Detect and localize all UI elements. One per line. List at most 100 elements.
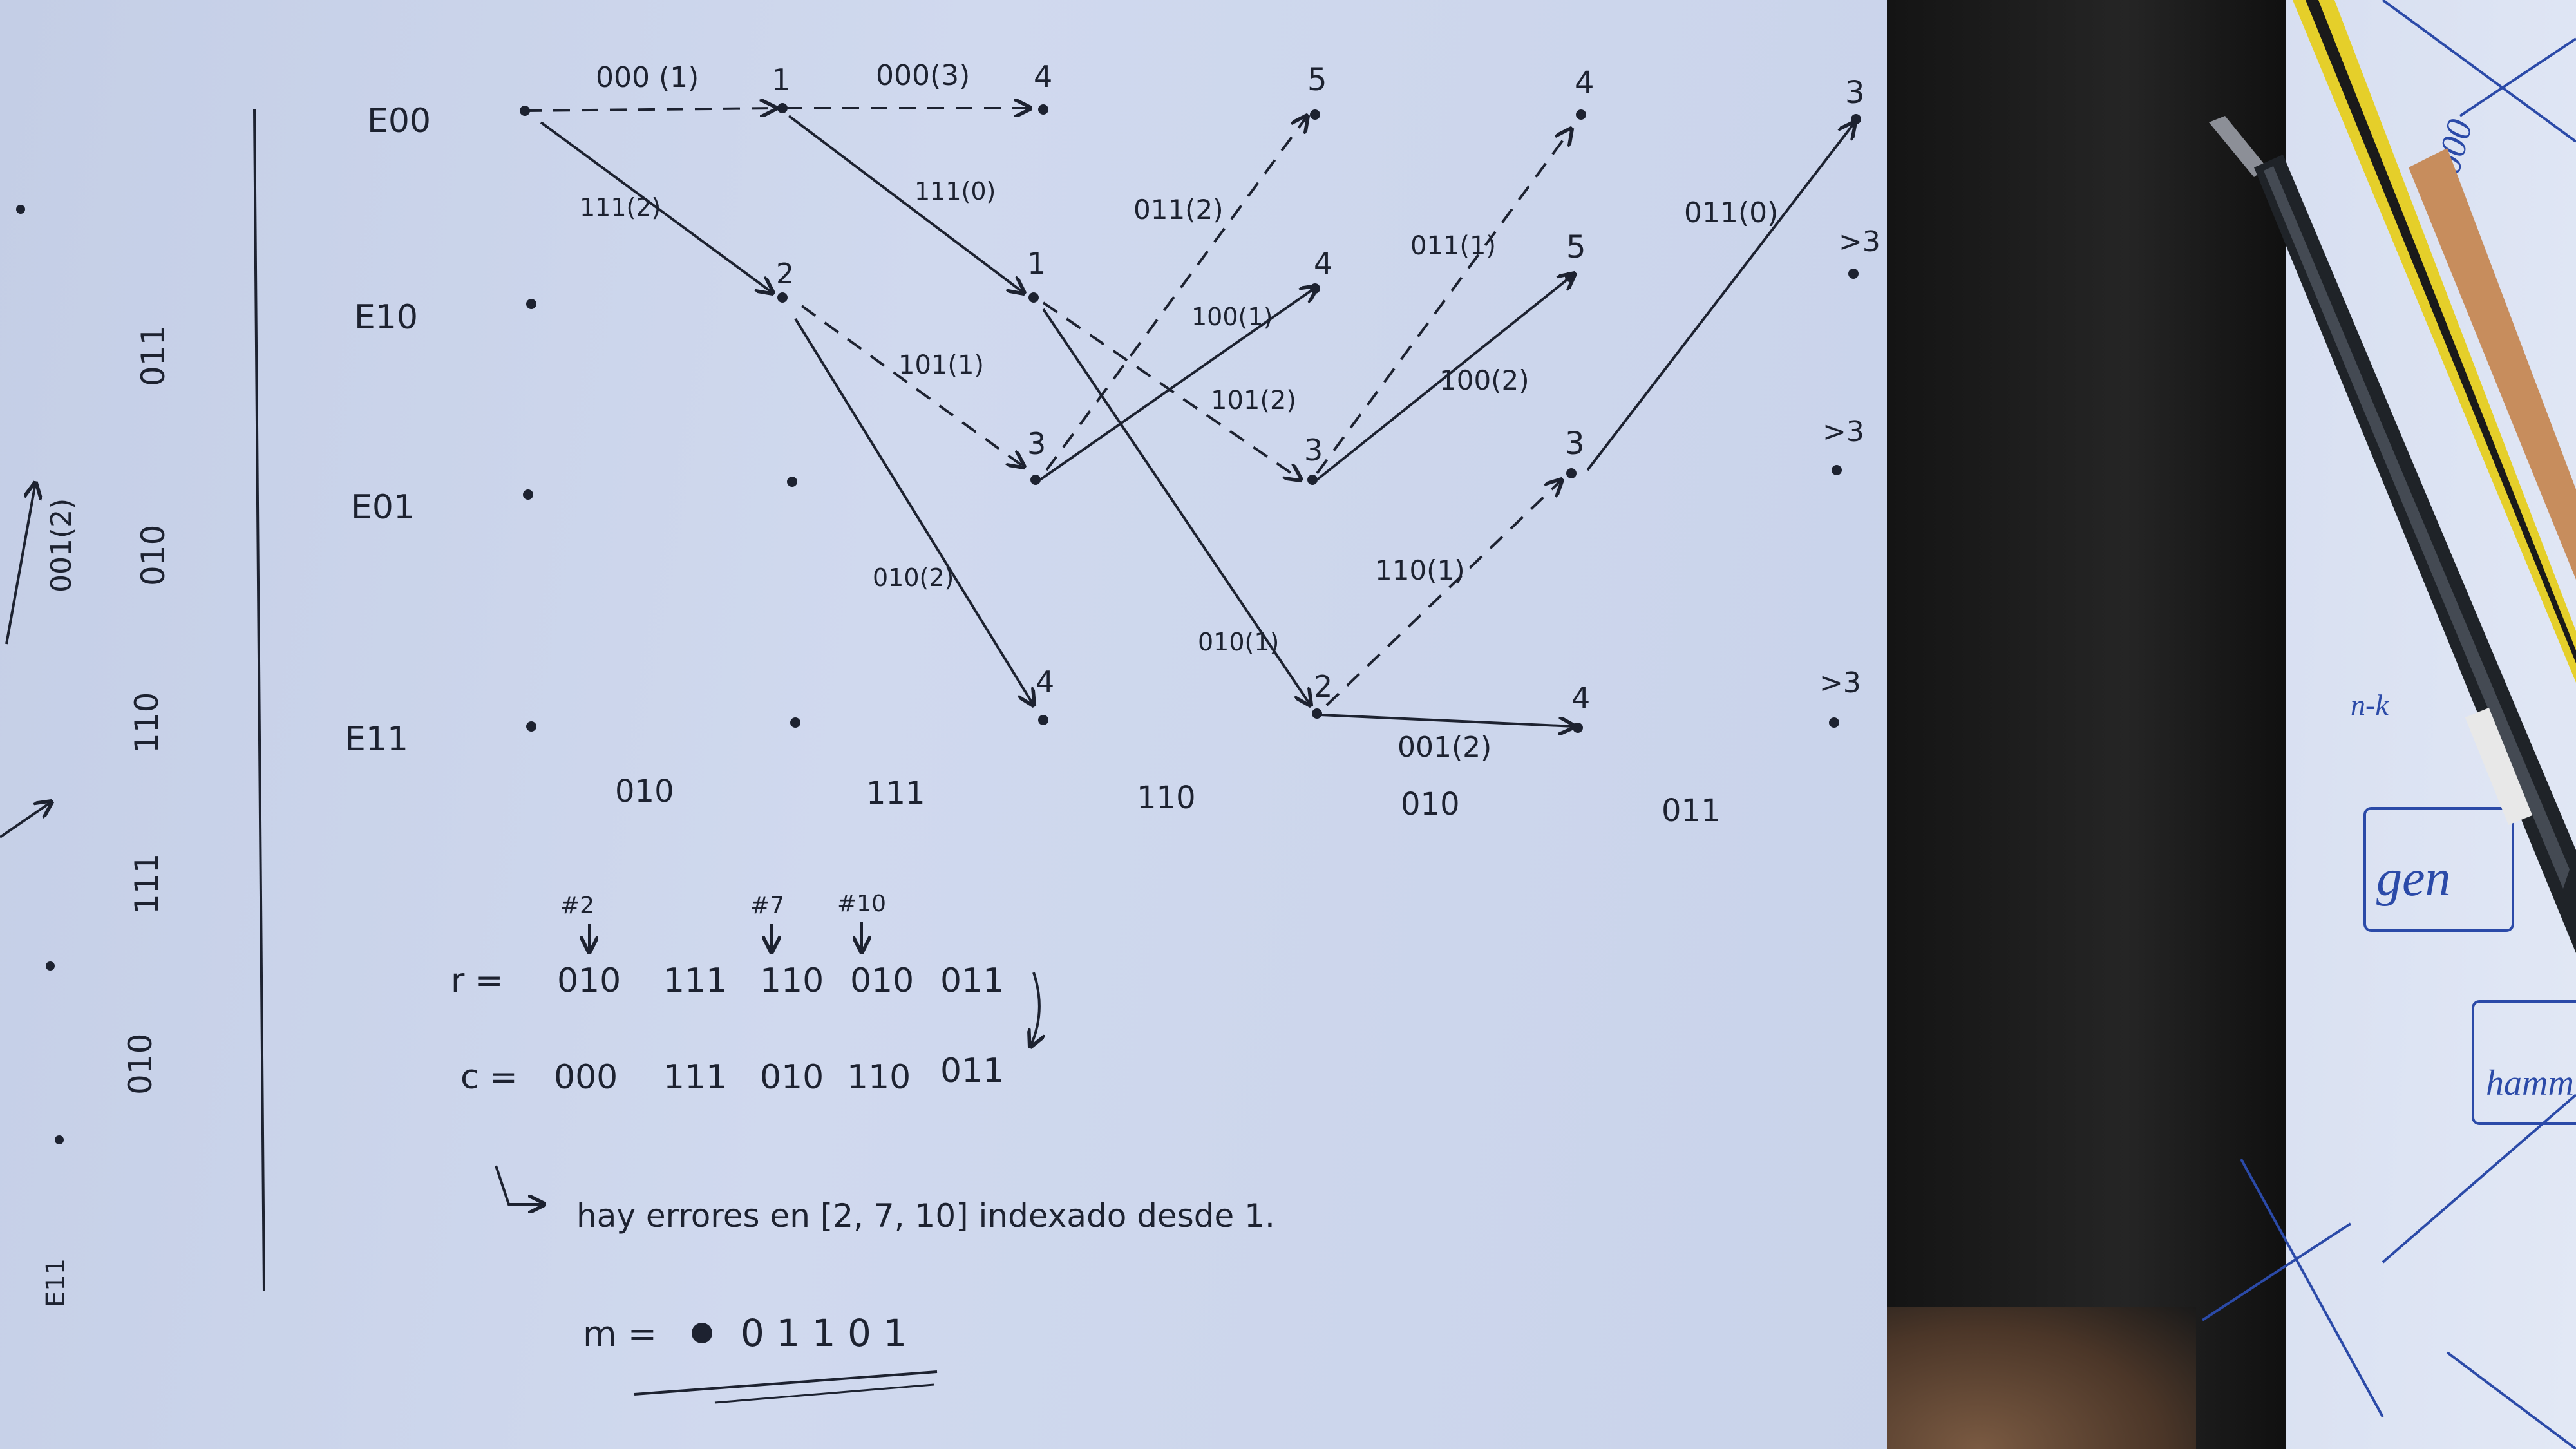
hamming-label: hamming bbox=[2486, 1063, 2576, 1103]
edge-label: 101(2) bbox=[1211, 386, 1296, 415]
edge-path bbox=[1320, 714, 1575, 726]
trellis-dot bbox=[520, 106, 530, 116]
margin-dot bbox=[16, 205, 25, 214]
edge-path bbox=[524, 108, 776, 111]
pen-tip bbox=[2209, 116, 2267, 177]
edge-label: 011(2) bbox=[1133, 194, 1224, 225]
edge-path bbox=[1045, 116, 1307, 471]
trellis-node bbox=[1832, 465, 1842, 475]
sketch-line bbox=[2240, 1159, 2384, 1417]
hamming-box bbox=[2472, 1000, 2576, 1125]
r-block: 010 bbox=[557, 961, 621, 1000]
node-label: >3 bbox=[1819, 667, 1861, 699]
state-label-10: E10 bbox=[354, 298, 418, 337]
pen-barcode bbox=[2465, 708, 2533, 825]
error-marker: #7 bbox=[750, 893, 784, 919]
right-sheet-notes bbox=[2201, 0, 2576, 1449]
trellis-node bbox=[1848, 269, 1859, 279]
trellis-edges bbox=[524, 108, 1855, 726]
trellis-node bbox=[777, 103, 788, 113]
margin-dot bbox=[46, 961, 55, 971]
received-block: 110 bbox=[1137, 780, 1196, 816]
trellis-dot bbox=[523, 489, 533, 500]
received-line: r = 010 111 110 010 011 bbox=[451, 961, 1039, 1046]
edge-label: 010(2) bbox=[873, 564, 954, 592]
trellis-dot bbox=[526, 721, 536, 732]
state-labels: E00 E10 E01 E11 bbox=[345, 102, 431, 759]
empty-states bbox=[520, 106, 800, 732]
margin-block-5: 010 bbox=[122, 1034, 159, 1095]
sketch-line bbox=[2201, 1222, 2352, 1321]
node-label: 3 bbox=[1565, 426, 1585, 462]
r-block: 010 bbox=[850, 961, 914, 1000]
edge-path bbox=[1586, 122, 1855, 471]
edge-label: 000(3) bbox=[876, 59, 970, 92]
c-block: 010 bbox=[760, 1058, 824, 1097]
edge-path bbox=[540, 121, 773, 293]
received-block: 010 bbox=[1401, 786, 1460, 822]
trellis-node bbox=[1310, 109, 1320, 120]
node-label: 4 bbox=[1571, 681, 1590, 715]
margin-block-4: 111 bbox=[128, 853, 166, 914]
left-margin-notes: 011 010 110 111 010 001(2) E11 bbox=[0, 205, 172, 1307]
c-block: 000 bbox=[554, 1058, 618, 1097]
pencil bbox=[2293, 0, 2576, 683]
trellis-node bbox=[1851, 114, 1861, 124]
edge-label: 101(1) bbox=[898, 350, 984, 380]
r-block: 011 bbox=[940, 961, 1004, 1000]
c-block: 111 bbox=[663, 1058, 727, 1097]
c-block: 011 bbox=[940, 1052, 1004, 1090]
r-prefix: r = bbox=[451, 961, 503, 1000]
trellis-dot bbox=[526, 299, 536, 309]
trellis-node bbox=[1310, 283, 1320, 294]
pencil-body bbox=[2293, 0, 2576, 683]
m-value: 0 1 1 0 1 bbox=[741, 1311, 907, 1355]
node-label: 3 bbox=[1845, 75, 1865, 111]
margin-edge-label: 001(2) bbox=[45, 498, 78, 592]
margin-state-label: E11 bbox=[41, 1258, 71, 1307]
hook-arrow-icon bbox=[495, 1165, 544, 1204]
node-label: >3 bbox=[1839, 225, 1880, 258]
trellis-node bbox=[1565, 272, 1575, 282]
node-label: 5 bbox=[1307, 62, 1327, 98]
pencil-wood bbox=[2409, 148, 2576, 580]
received-sequence-row: 010 111 110 010 011 bbox=[615, 773, 1721, 829]
edge-label: 011(1) bbox=[1410, 231, 1496, 261]
node-label: 3 bbox=[1304, 433, 1323, 468]
node-label: 1 bbox=[772, 62, 790, 97]
conclusion-text: hay errores en [2, 7, 10] indexado desde… bbox=[576, 1197, 1275, 1235]
node-label: >3 bbox=[1823, 415, 1864, 448]
c-prefix: c = bbox=[460, 1058, 518, 1097]
margin-block-3: 110 bbox=[128, 692, 166, 753]
pen bbox=[2209, 116, 2576, 953]
r-block: 110 bbox=[760, 961, 824, 1000]
sketch-line bbox=[2382, 0, 2576, 143]
edge-label: 001(2) bbox=[1397, 731, 1492, 764]
margin-arrow bbox=[0, 802, 52, 838]
edge-labels: 000 (1) 111(2) 000(3) 111(0) 101(1) 010(… bbox=[580, 59, 1778, 764]
edge-label: 011(0) bbox=[1684, 196, 1778, 229]
edge-label: 100(1) bbox=[1191, 303, 1273, 331]
state-label-01: E01 bbox=[351, 488, 415, 527]
black-binder bbox=[1887, 0, 2286, 1449]
margin-divider bbox=[253, 109, 265, 1292]
node-label: 2 bbox=[1314, 669, 1332, 704]
trellis-node bbox=[1312, 708, 1322, 719]
edge-label: 000 (1) bbox=[596, 61, 699, 94]
sketch-line bbox=[2459, 37, 2576, 117]
node-label: 4 bbox=[1034, 59, 1052, 94]
codeword-line: c = 000 111 010 110 011 bbox=[460, 1052, 1004, 1097]
edge-label: 100(2) bbox=[1439, 365, 1530, 396]
trellis-node bbox=[1829, 717, 1839, 728]
received-block: 010 bbox=[615, 773, 674, 810]
error-marker: #2 bbox=[560, 893, 594, 919]
edge-path bbox=[800, 305, 1024, 467]
message-line: m = 0 1 1 0 1 bbox=[583, 1311, 938, 1404]
node-label: 4 bbox=[1314, 246, 1332, 281]
margin-arrow bbox=[5, 483, 35, 645]
edge-path bbox=[1042, 308, 1311, 705]
trellis-dot bbox=[790, 717, 800, 728]
node-label: 3 bbox=[1027, 426, 1046, 461]
edge-label: 110(1) bbox=[1375, 554, 1465, 586]
